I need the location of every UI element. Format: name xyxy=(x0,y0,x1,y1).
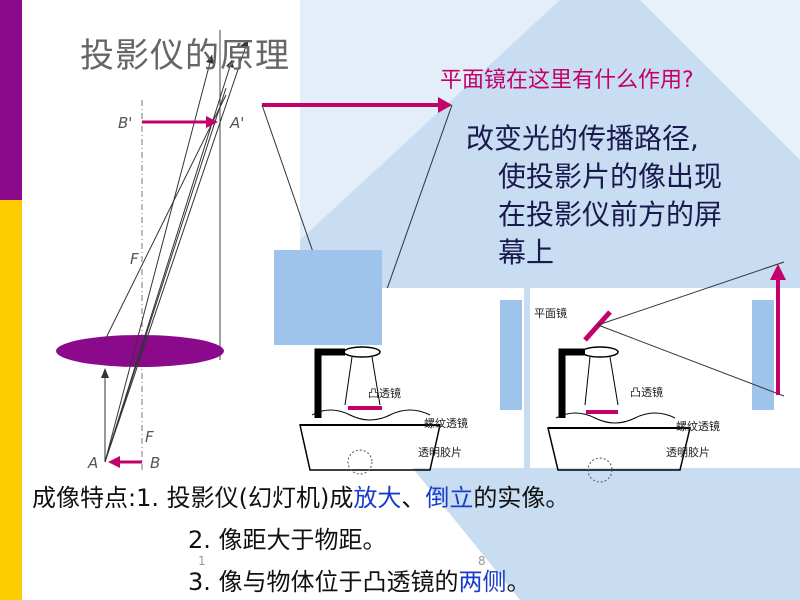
answer-line: 幕上 xyxy=(498,236,555,269)
image-arrow-head xyxy=(206,116,218,128)
screen-arrow-vertical-head xyxy=(770,264,786,280)
label-fresnel-lens: 螺纹透镜 xyxy=(676,420,720,433)
label-a-prime: A' xyxy=(230,114,245,132)
fresnel-lens xyxy=(555,412,676,424)
answer-line: 改变光的传播路径, xyxy=(466,122,699,155)
feature-text: 像距大于物距。 xyxy=(218,526,387,554)
light-cone xyxy=(344,356,353,406)
blue-bar xyxy=(752,300,774,410)
projector-arm xyxy=(558,348,585,418)
feature-text: 的实像。 xyxy=(473,484,570,512)
arrow-head xyxy=(226,60,234,68)
label-b: B xyxy=(150,454,161,472)
ray-line-3 xyxy=(104,39,249,463)
mirror-ray-top xyxy=(597,261,785,326)
answer-line: 使投影片的像出现 xyxy=(498,160,723,193)
highlight-text: 倒立 xyxy=(425,484,474,512)
feature-num: 2. xyxy=(188,526,211,554)
answer-block: 改变光的传播路径, 使投影片的像出现 在投影仪前方的屏 幕上 xyxy=(466,120,722,272)
screen-image-arrow-head xyxy=(438,97,452,113)
sidebar-yellow xyxy=(0,200,22,600)
page-title: 投影仪的原理 xyxy=(80,36,290,76)
fresnel-lens xyxy=(311,409,431,421)
light-cone xyxy=(584,356,591,406)
plane-mirror xyxy=(583,310,612,342)
arrow-head xyxy=(240,40,248,49)
label-focus-top: F xyxy=(130,250,139,268)
light-cone xyxy=(371,356,381,406)
label-slide: 透明胶片 xyxy=(418,446,462,459)
page-mark-right: 8 xyxy=(478,554,486,568)
projector-lens xyxy=(581,346,619,358)
page-mark-left: 1 xyxy=(198,554,206,568)
label-slide: 透明胶片 xyxy=(666,446,710,459)
sidebar-purple xyxy=(0,0,22,200)
bulb-icon xyxy=(347,449,373,475)
label-plane-mirror: 平面镜 xyxy=(534,307,567,320)
light-cone xyxy=(609,356,619,406)
blue-block xyxy=(274,250,382,345)
feature-num: 3. xyxy=(188,568,211,596)
projector-lens xyxy=(343,346,381,358)
feature-line-3: 3. 像与物体位于凸透镜的两侧。 xyxy=(188,562,531,597)
bg-light-triangle xyxy=(300,0,560,240)
object-arrow-head xyxy=(108,456,120,468)
ray-line-5 xyxy=(104,94,227,341)
feature-text: 、 xyxy=(401,484,426,512)
ray-line-4 xyxy=(104,87,227,463)
highlight-text: 放大 xyxy=(353,484,402,512)
label-a: A xyxy=(88,454,99,472)
projector-arm xyxy=(314,348,345,418)
feature-text: 。 xyxy=(506,568,531,596)
feature-num: 1. xyxy=(136,484,159,512)
question-text: 平面镜在这里有什么作用? xyxy=(440,68,694,93)
feature-text: 像与物体位于凸透镜的 xyxy=(218,568,459,596)
label-convex-lens: 凸透镜 xyxy=(368,387,401,400)
feature-heading: 成像特点: xyxy=(32,484,137,512)
label-fresnel-lens: 螺纹透镜 xyxy=(424,417,468,430)
mirror-ray-bottom xyxy=(597,324,785,397)
answer-line: 在投影仪前方的屏 xyxy=(498,198,723,231)
bulb-icon xyxy=(587,457,613,483)
arrow-head xyxy=(101,368,109,378)
label-b-prime: B' xyxy=(118,114,133,132)
highlight-text: 两侧 xyxy=(458,568,507,596)
arrow-head xyxy=(206,55,214,64)
label-focus-bottom: F xyxy=(145,428,154,446)
feature-text: 投影仪(幻灯机)成 xyxy=(166,484,354,512)
label-convex-lens: 凸透镜 xyxy=(630,386,663,399)
blue-bar xyxy=(500,300,522,410)
bg-light-corner xyxy=(640,0,800,160)
feature-line-2: 2. 像距大于物距。 xyxy=(188,520,387,555)
feature-line-1: 成像特点:1. 投影仪(幻灯机)成放大、倒立的实像。 xyxy=(32,478,569,513)
